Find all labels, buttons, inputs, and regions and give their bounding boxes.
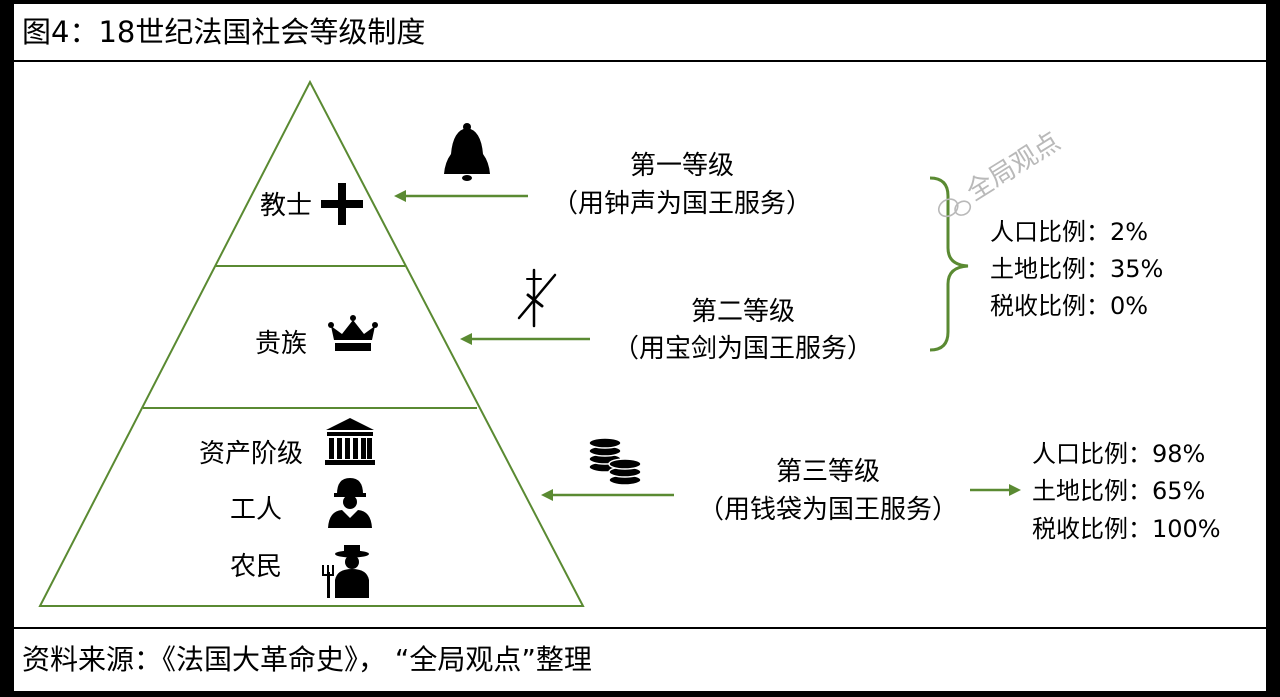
watermark: 全局观点 <box>937 127 1066 218</box>
pyramid-outline <box>38 79 585 607</box>
cross-icon <box>321 183 363 225</box>
tier-label-nobility: 贵族 <box>255 329 307 359</box>
pyramid <box>38 79 585 607</box>
tier-label-workers: 工人 <box>230 495 282 525</box>
source-rule <box>14 627 1266 629</box>
bank-icon <box>325 418 375 465</box>
estate-1-name: 第一等级 <box>630 151 734 181</box>
crown-icon <box>328 315 378 351</box>
tier-label-clergy: 教士 <box>260 191 312 221</box>
farmer-icon <box>322 545 369 598</box>
source-note: 资料来源：《法国大革命史》， “全局观点”整理 <box>22 643 592 676</box>
privileged-stat-population: 人口比例：2% <box>990 218 1148 246</box>
estate-2-desc: （用宝剑为国王服务） <box>613 334 873 364</box>
arrowhead-stats <box>1009 484 1021 496</box>
frame-right <box>1266 0 1280 697</box>
coins-icon <box>588 437 642 486</box>
wechat-icon <box>937 198 972 218</box>
frame-left <box>0 0 14 697</box>
privileged-stat-tax: 税收比例：0% <box>990 292 1148 320</box>
arrowhead-3 <box>541 489 553 501</box>
frame-bottom <box>0 691 1280 697</box>
third-stat-land: 土地比例：65% <box>1032 477 1205 505</box>
tier-label-peasants: 农民 <box>230 552 282 582</box>
third-stat-tax: 税收比例：100% <box>1032 515 1221 543</box>
bell-icon <box>444 123 490 181</box>
estate-3-name: 第三等级 <box>776 457 880 487</box>
arrows <box>394 190 1021 501</box>
frame-top <box>0 0 1280 4</box>
arrowhead-1 <box>394 190 406 202</box>
worker-icon <box>328 478 372 528</box>
title-rule <box>14 60 1266 62</box>
privileged-stat-land: 土地比例：35% <box>990 255 1163 283</box>
estate-2-name: 第二等级 <box>691 297 795 327</box>
figure-title: 图4：18世纪法国社会等级制度 <box>22 15 426 49</box>
third-stat-population: 人口比例：98% <box>1032 440 1205 468</box>
estate-1-desc: （用钟声为国王服务） <box>552 189 812 219</box>
sword-icon <box>517 268 557 328</box>
estate-3-desc: （用钱袋为国王服务） <box>698 495 958 525</box>
arrowhead-2 <box>460 333 472 345</box>
privileged-brace <box>929 176 969 352</box>
tier-label-bourgeoisie: 资产阶级 <box>199 439 303 469</box>
watermark-text: 全局观点 <box>962 127 1066 208</box>
